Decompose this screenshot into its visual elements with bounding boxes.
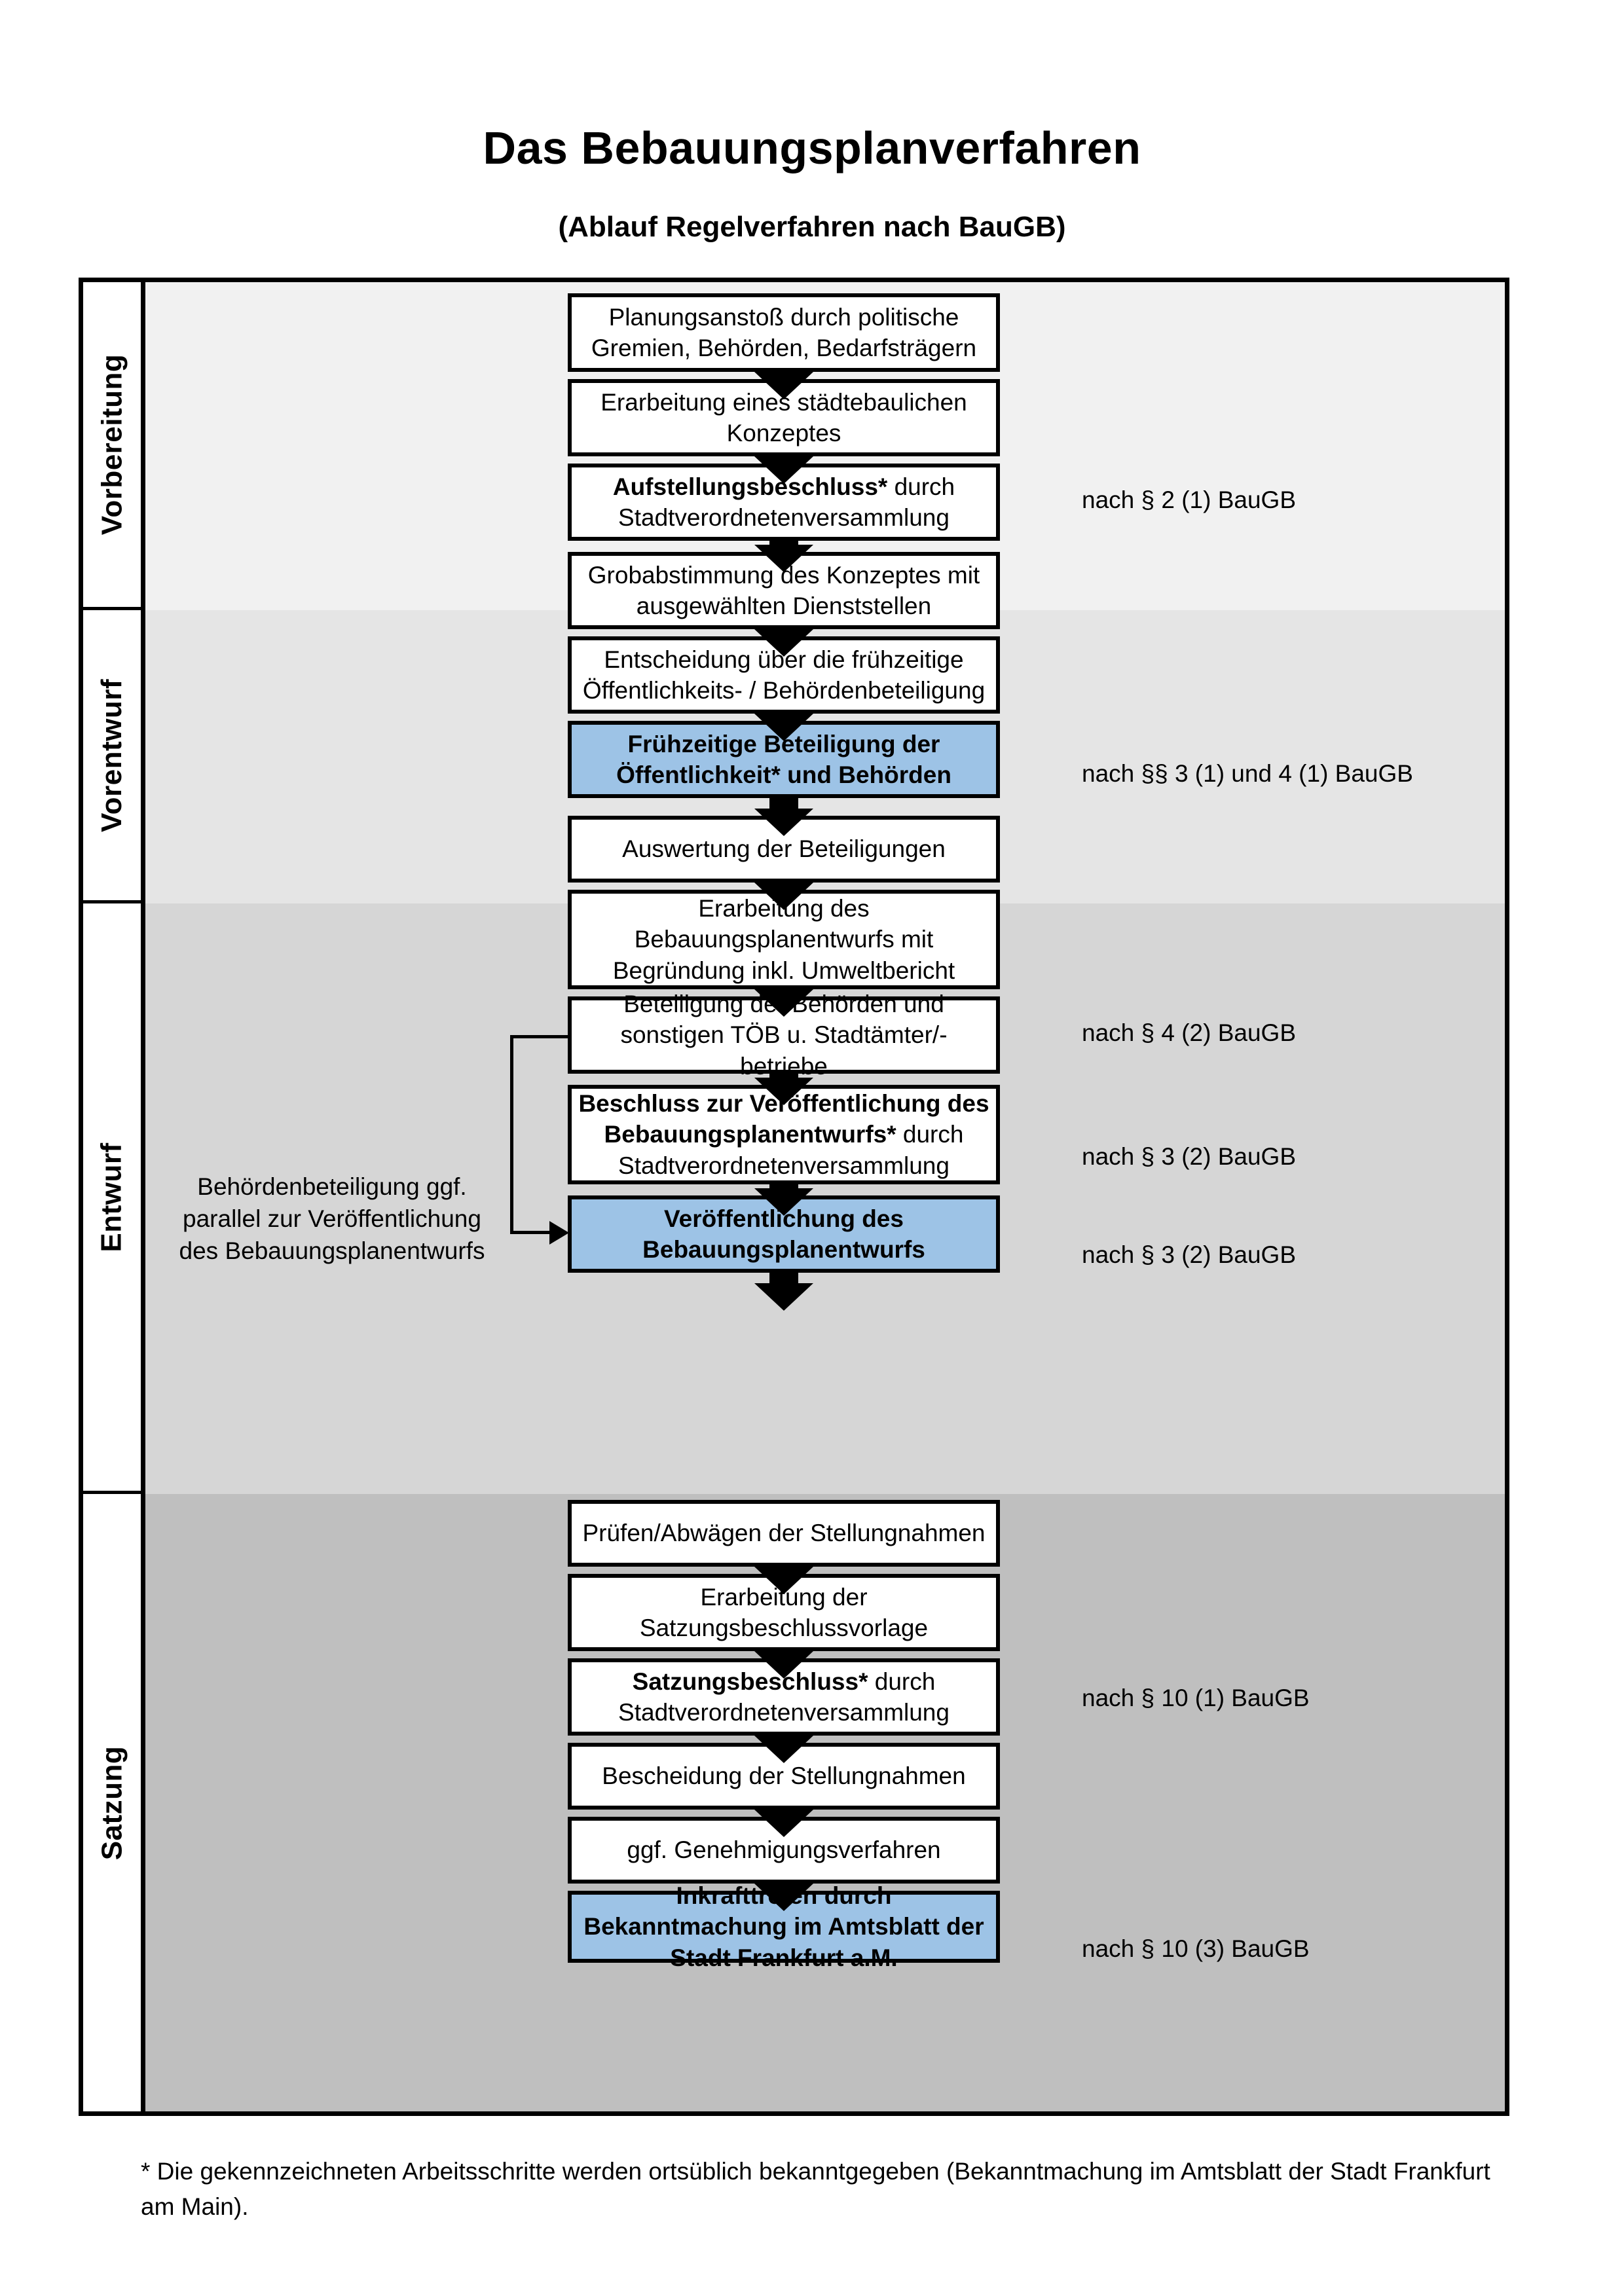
phase-cell-satzung: Satzung <box>83 1494 141 2111</box>
phase-cell-vorbereitung: Vorbereitung <box>83 282 141 610</box>
legal-ref-text: nach § 3 (2) BauGB <box>1082 1143 1297 1170</box>
flowchart-frame: Vorbereitung Vorentwurf Entwurf Satzung … <box>79 278 1509 2116</box>
phase-cell-entwurf: Entwurf <box>83 903 141 1494</box>
phase-label-vorbereitung: Vorbereitung <box>96 354 128 536</box>
legal-ref-text: nach § 10 (1) BauGB <box>1082 1685 1310 1711</box>
legal-ref-par10-1: nach § 10 (1) BauGB <box>1082 1685 1310 1712</box>
loop-line-vertical <box>510 1035 513 1234</box>
step-bold-prefix: Aufstellungsbeschluss* <box>612 473 895 500</box>
step-text: Erarbeitung eines städtebaulichen Konzep… <box>600 388 967 446</box>
side-note-text: Behördenbeteiligung ggf. parallel zur Ve… <box>179 1173 485 1264</box>
step-box-pruefen-abwaegen[interactable]: Prüfen/Abwägen der Stellungnahmen <box>568 1500 1000 1567</box>
step-box-veroeffentlichung-entwurf[interactable]: Veröffentlichung des Bebauungsplanentwur… <box>568 1195 1000 1273</box>
step-text: Bescheidung der Stellungnahmen <box>602 1762 966 1790</box>
step-text: Prüfen/Abwägen der Stellungnahmen <box>582 1520 986 1547</box>
step-bold-prefix: Satzungsbeschluss* <box>632 1667 875 1695</box>
legal-ref-text: nach § 3 (2) BauGB <box>1082 1241 1297 1268</box>
step-text: Auswertung der Beteiligungen <box>622 835 946 863</box>
step-text: Planungsanstoß durch politische Gremien,… <box>591 303 977 361</box>
step-text: Erarbeitung der Satzungsbeschlussvorlage <box>639 1583 929 1641</box>
step-text: ggf. Genehmigungsverfahren <box>627 1836 941 1864</box>
legal-ref-par3-1-4-1: nach §§ 3 (1) und 4 (1) BauGB <box>1082 760 1413 788</box>
loop-line-top <box>510 1035 569 1038</box>
legal-ref-par3-2-a: nach § 3 (2) BauGB <box>1082 1143 1296 1171</box>
legal-ref-text: nach § 2 (1) BauGB <box>1082 486 1297 513</box>
step-text-composite: Satzungsbeschluss* durch Stadtverordnete… <box>578 1666 989 1728</box>
legal-ref-text: nach § 10 (3) BauGB <box>1082 1935 1310 1962</box>
page-subtitle: (Ablauf Regelverfahren nach BauGB) <box>558 211 1066 243</box>
legal-ref-par10-3: nach § 10 (3) BauGB <box>1082 1935 1310 1963</box>
step-text: Erarbeitung des Bebauungsplanentwurfs mi… <box>612 894 955 984</box>
legal-ref-par4-2: nach § 4 (2) BauGB <box>1082 1019 1296 1047</box>
phase-column: Vorbereitung Vorentwurf Entwurf Satzung <box>83 282 145 2111</box>
loop-connector-behoerdenbeteiligung <box>510 1035 589 1245</box>
legal-ref-text: nach § 4 (2) BauGB <box>1082 1019 1297 1046</box>
phase-cell-vorentwurf: Vorentwurf <box>83 610 141 903</box>
step-text: Veröffentlichung des Bebauungsplanentwur… <box>642 1205 925 1263</box>
legal-ref-par2-1: nach § 2 (1) BauGB <box>1082 486 1296 514</box>
phase-label-satzung: Satzung <box>96 1745 128 1860</box>
step-text: Frühzeitige Beteiligung der Öffentlichke… <box>616 730 951 788</box>
step-text: durch Stadtverordnetenversammlung <box>618 473 955 531</box>
step-text: Grobabstimmung des Konzeptes mit ausgewä… <box>587 561 980 619</box>
phase-label-vorentwurf: Vorentwurf <box>96 678 128 832</box>
page-title: Das Bebauungsplanverfahren <box>483 122 1141 173</box>
loop-line-bottom <box>510 1231 551 1234</box>
step-text-composite: Aufstellungsbeschluss* durch Stadtverord… <box>578 471 989 534</box>
step-box-fruehzeitige-beteiligung[interactable]: Frühzeitige Beteiligung der Öffentlichke… <box>568 721 1000 798</box>
side-note-behoerdenbeteiligung: Behördenbeteiligung ggf. parallel zur Ve… <box>175 1171 489 1267</box>
footnote: * Die gekennzeichneten Arbeitsschritte w… <box>141 2154 1519 2224</box>
footnote-text: * Die gekennzeichneten Arbeitsschritte w… <box>141 2158 1490 2220</box>
step-box-planungsanstoss[interactable]: Planungsanstoß durch politische Gremien,… <box>568 293 1000 372</box>
step-text: durch Bekanntmachung im Amtsblatt der St… <box>583 1882 984 1971</box>
step-text: durch Stadtverordnetenversammlung <box>618 1121 964 1179</box>
legal-ref-text: nach §§ 3 (1) und 4 (1) BauGB <box>1082 760 1413 787</box>
step-text: durch Stadtverordnetenversammlung <box>618 1667 950 1726</box>
phase-label-entwurf: Entwurf <box>96 1142 128 1252</box>
legal-ref-par3-2-b: nach § 3 (2) BauGB <box>1082 1241 1296 1269</box>
loop-arrowhead-icon <box>549 1221 569 1245</box>
